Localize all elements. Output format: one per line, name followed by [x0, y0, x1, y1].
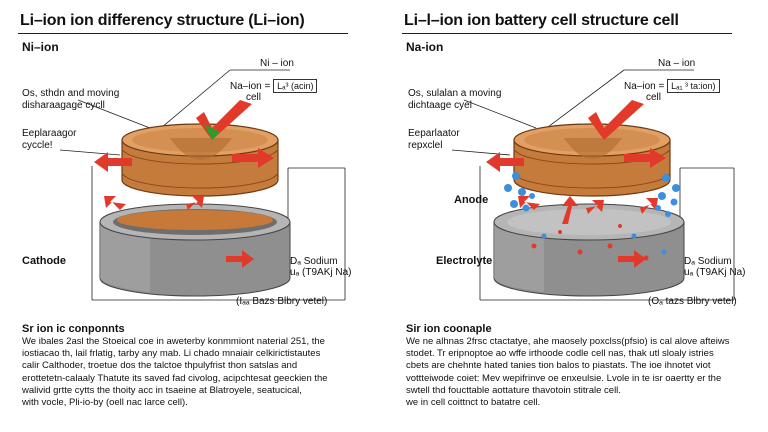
- right-formula-suffix: cell: [646, 92, 662, 103]
- arrow-sodium-icon: [618, 250, 646, 268]
- left-paragraph-line: calir Calthoder, troetue dos the talctoe…: [22, 360, 298, 372]
- left-formula-box: Lₐ³ (acin): [273, 79, 318, 93]
- right-formula: Na–ion = Lₐ₁ ³ ta:ion): [624, 79, 720, 93]
- leader-line-top: [543, 69, 625, 131]
- right-label-top-right: Na – ion: [658, 58, 696, 69]
- left-cell-diagram: [59, 69, 346, 301]
- green-check-icon: [204, 124, 220, 140]
- left-formula-prefix: Na–ion =: [230, 81, 271, 92]
- electrolyte-cylinder: [493, 203, 685, 297]
- left-label-cathode: Cathode: [22, 255, 66, 267]
- right-title: Li–l–ion ion battery cell structure cell: [404, 12, 679, 29]
- left-label-os-2: disharaagage cycll: [22, 100, 105, 111]
- left-panel: Li–ion ion differency structure (Li–ion)…: [18, 12, 362, 409]
- left-paragraph-line: with vocle, Pli-io-by (oell nac larce ce…: [22, 397, 188, 409]
- left-label-sep-1: Eeplaraagor: [22, 128, 77, 139]
- right-paragraph-line: cbets are chehnte hated tanies tion balo…: [406, 360, 711, 372]
- arrow-up-icon: [562, 196, 578, 224]
- left-label-bottom: (Iₐₐ Bazs Blbry vetel): [236, 296, 328, 307]
- left-label-top-right: Ni – ion: [260, 58, 294, 69]
- right-subtitle: Na-ion: [406, 40, 444, 54]
- red-ions: [531, 224, 649, 261]
- left-paragraph-line: walivid grtte cytts the thoity acc in ts…: [22, 384, 302, 396]
- arrow-left-icon: [94, 152, 132, 172]
- right-title-rule: [402, 33, 732, 34]
- right-paragraph-line: stodet. Tr eripnoptoe ao wffe irthoode c…: [406, 348, 714, 360]
- left-formula-suffix: cell: [246, 92, 262, 103]
- left-paragraph-line: We ibales 2asl the Stoeical coe in awete…: [22, 336, 325, 347]
- right-paragraph-line: vottteiwode coiet: Mev wepifrinve oe enx…: [406, 372, 722, 384]
- left-label-sep-2: cyccle!: [22, 140, 53, 151]
- cathode-cylinder: [99, 203, 291, 297]
- arrow-sodium-icon: [226, 250, 254, 268]
- leader-line-top: [154, 69, 231, 134]
- right-section-title: Sir ion coonaple: [406, 323, 492, 335]
- right-label-sep-2: repxclel: [408, 140, 443, 151]
- left-title: Li–ion ion differency structure (Li–ion): [20, 12, 305, 29]
- right-label-sodium-1: Dₐ Sodium: [684, 256, 732, 267]
- left-formula: Na–ion = Lₐ³ (acin): [230, 79, 318, 93]
- leader-line-sep: [451, 149, 511, 156]
- right-panel: Li–l–ion ion battery cell structure cell…: [384, 0, 768, 432]
- right-label-bottom: (Oₐ tazs Blbry vetel): [648, 296, 737, 307]
- arrow-up-right-icon: [586, 200, 604, 214]
- right-label-electrolyte: Electrolyte: [436, 255, 493, 267]
- sodium-ions: [504, 172, 680, 255]
- right-formula-box: Lₐ₁ ³ ta:ion): [667, 79, 720, 93]
- left-subtitle: Ni–ion: [22, 40, 59, 54]
- right-paragraph: We ne alhnas 2frsc ctactatye, ahe maosel…: [406, 336, 746, 409]
- right-label-sep-1: Eeparlaator: [408, 128, 460, 139]
- left-paragraph: We ibales 2asl the Stoeical coe in awete…: [22, 336, 362, 409]
- left-section-title: Sr ion ic conponnts: [22, 323, 125, 335]
- left-label-sodium-2: uₐ (T9AKj Na): [290, 267, 352, 278]
- arrow-down-left-icon: [104, 196, 126, 210]
- arrow-left-icon: [486, 152, 524, 172]
- left-paragraph-line: erottetetn-calaaly Thatute its saved fad…: [22, 372, 328, 384]
- left-title-rule: [18, 33, 348, 34]
- right-label-sodium-2: uₐ (T9AKj Na): [684, 267, 746, 278]
- arrow-right-icon: [624, 148, 666, 168]
- right-label-anode: Anode: [454, 194, 489, 206]
- arrow-up-icon: [186, 196, 204, 210]
- right-label-os-2: dichtaage cyel: [408, 100, 472, 111]
- right-paragraph-line: swtell thd foucttable aottature thavotoi…: [406, 384, 621, 396]
- right-cell-diagram: [451, 69, 735, 301]
- right-paragraph-line: We ne alhnas 2frsc ctactatye, ahe maosel…: [406, 336, 730, 347]
- right-paragraph-line: we in cell coittnct to batatre cell.: [406, 397, 541, 409]
- arrow-right-icon: [232, 148, 274, 168]
- leader-line-os: [463, 99, 537, 129]
- right-formula-prefix: Na–ion =: [624, 81, 665, 92]
- red-check-icon: [588, 100, 644, 140]
- left-label-sodium-1: Dₐ Sodium: [290, 256, 338, 267]
- arrow-down-left-icon: [518, 196, 540, 210]
- left-label-os-1: Os, sthdn and moving: [22, 88, 120, 99]
- arrow-right-up-icon: [640, 198, 658, 214]
- right-label-os-1: Os, sulalan a moving: [408, 88, 502, 99]
- leader-line-os: [77, 99, 151, 129]
- leader-line-sep: [59, 149, 121, 156]
- left-paragraph-line: iostiacao th, lail frlatig, tarby any ma…: [22, 348, 321, 360]
